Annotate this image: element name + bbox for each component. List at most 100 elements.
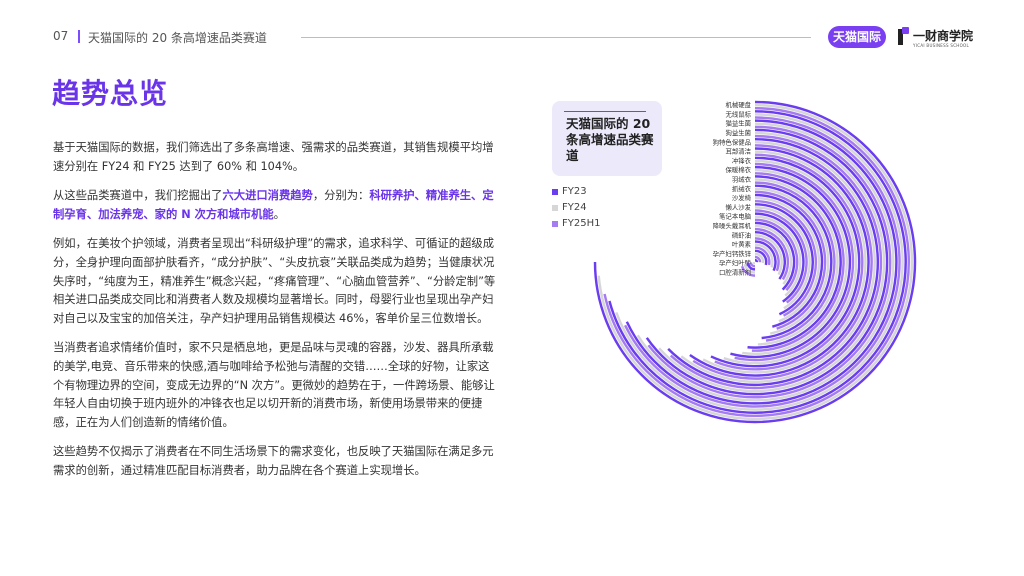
paragraph-3: 例如，在美妆个护领域，消费者呈现出“科研级护理”的需求，追求科学、可循证的超级成… <box>53 237 496 325</box>
arc-fy24-7 <box>742 168 848 355</box>
arc-fy24-10 <box>754 196 821 323</box>
arc-fy23-3 <box>645 128 889 396</box>
legend-swatch <box>552 221 558 227</box>
arc-fy24-6 <box>723 159 858 365</box>
tmall-global-logo: 天猫国际 <box>828 26 886 48</box>
category-label: 无线鼠标 <box>725 109 751 118</box>
arc-fy24-8 <box>754 178 839 346</box>
category-label: 羽绒衣 <box>732 175 752 184</box>
body-text: 基于天猫国际的数据，我们筛选出了多条高增速、强需求的品类赛道，其销售规模平均增速… <box>53 139 498 492</box>
p2-prefix: 从这些品类赛道中，我们挖掘出了 <box>53 189 223 203</box>
p2-middle: ，分别为： <box>312 189 370 203</box>
category-label: 冲锋衣 <box>732 156 752 165</box>
category-label: 懒人沙发 <box>725 202 751 211</box>
arc-fy24-15 <box>754 243 774 268</box>
arc-fy24-14 <box>754 234 783 276</box>
arc-fy25h1-5 <box>714 153 864 371</box>
header: 07 天猫国际的 20 条高增速品类赛道 天猫国际 一财商学院 YICAI BU… <box>53 26 973 50</box>
arc-fy25h1-3 <box>669 134 883 390</box>
chart-title-card: 天猫国际的 20 条高增速品类赛道 <box>552 101 662 176</box>
header-rule <box>301 37 811 38</box>
category-label: 沙发椅 <box>732 193 752 202</box>
arc-fy24-4 <box>680 141 876 383</box>
arc-fy24-18 <box>743 263 756 274</box>
radial-bar-chart: 机械硬盘无线鼠标猫益生菌狗益生菌狗特色保健品耳部清洁冲锋衣保暖棉衣羽绒衣抓绒衣沙… <box>593 100 917 424</box>
category-label: 孕产妇叶酸 <box>719 258 752 267</box>
arc-fy25h1-14 <box>754 237 780 272</box>
arc-fy25h1-8 <box>754 181 836 342</box>
legend-label: FY23 <box>562 186 587 197</box>
yicai-logo-icon <box>898 27 910 45</box>
paragraph-4: 当消费者追求情绪价值时，家不只是栖息地，更是品味与灵魂的容器，沙发、器具所承载的… <box>53 341 495 429</box>
p2-highlight-2: 科研养护、精准养生、定制孕育、加法养宠、家的 N 次方和城市机能 <box>53 189 494 221</box>
yicai-logo-name: 一财商学院 <box>913 29 974 43</box>
arc-fy23-13 <box>754 221 796 291</box>
header-divider-bar <box>78 30 80 43</box>
category-label: 口腔清新剂 <box>719 268 751 277</box>
arc-fy24-17 <box>752 261 756 265</box>
arc-fy23-4 <box>667 137 880 386</box>
category-label: 叶黄素 <box>732 240 752 249</box>
arc-fy23-8 <box>747 175 842 349</box>
arc-fy23-18 <box>746 262 756 271</box>
arc-fy23-5 <box>689 147 870 377</box>
legend-label: FY25H1 <box>562 218 601 229</box>
page-number: 07 <box>53 29 69 43</box>
category-label: 狗特色保健品 <box>713 137 751 146</box>
arc-fy23-1 <box>608 110 907 414</box>
p2-highlight-1: 六大进口消费趋势 <box>222 189 313 203</box>
category-label: 保暖棉衣 <box>725 165 751 174</box>
arc-fy23-6 <box>710 156 861 368</box>
arc-fy25h1-16 <box>754 255 762 263</box>
category-label: 猫益生菌 <box>725 119 751 128</box>
arc-fy23-0 <box>593 100 917 424</box>
arc-fy24-0 <box>597 103 914 421</box>
yicai-logo: 一财商学院 YICAI BUSINESS SCHOOL <box>898 27 978 51</box>
arc-fy23-7 <box>730 165 852 359</box>
header-title: 天猫国际的 20 条高增速品类赛道 <box>88 31 267 45</box>
arc-fy24-2 <box>636 122 895 402</box>
category-label: 狗益生菌 <box>725 128 751 137</box>
arc-fy24-13 <box>754 224 793 285</box>
yicai-logo-subtitle: YICAI BUSINESS SCHOOL <box>913 43 970 48</box>
legend-swatch <box>552 205 558 211</box>
arc-fy23-11 <box>754 203 814 316</box>
arc-fy25h1-6 <box>734 162 855 362</box>
arc-fy25h1-11 <box>754 209 808 304</box>
arc-fy24-9 <box>754 187 830 335</box>
category-label: 降噪头戴耳机 <box>713 221 752 230</box>
category-label: 孕产妇钙铁锌 <box>713 249 752 258</box>
arc-fy25h1-9 <box>754 190 827 330</box>
arc-fy25h1-18 <box>740 265 756 277</box>
arc-fy24-5 <box>702 150 867 374</box>
arc-fy25h1-2 <box>647 125 892 399</box>
arc-fy23-17 <box>754 258 759 263</box>
arc-fy25h1-17 <box>749 262 756 268</box>
legend-swatch <box>552 189 558 195</box>
arc-fy23-2 <box>625 119 898 405</box>
paragraph-5: 这些趋势不仅揭示了消费者在不同生活场景下的需求变化，也反映了天猫国际在满足多元需… <box>53 445 494 477</box>
chart-title-rule <box>564 111 646 112</box>
category-label: 机械硬盘 <box>725 100 751 109</box>
chart-title: 天猫国际的 20 条高增速品类赛道 <box>566 116 654 163</box>
category-label: 笔记本电脑 <box>719 212 752 221</box>
arc-fy23-15 <box>754 240 777 272</box>
page-title: 趋势总览 <box>52 77 169 110</box>
p2-end: 。 <box>273 207 285 221</box>
arc-fy24-11 <box>754 206 811 310</box>
arc-fy25h1-13 <box>754 227 790 281</box>
arc-fy23-16 <box>754 249 768 266</box>
category-label: 耳部清洁 <box>725 147 751 156</box>
arc-fy25h1-12 <box>754 218 799 292</box>
paragraph-1: 基于天猫国际的数据，我们筛选出了多条高增速、强需求的品类赛道，其销售规模平均增速… <box>53 141 494 173</box>
category-label: 磷虾油 <box>732 230 751 239</box>
arc-fy24-16 <box>754 252 765 264</box>
arc-fy25h1-1 <box>624 116 901 408</box>
arc-fy25h1-15 <box>754 246 771 266</box>
arc-fy25h1-7 <box>751 172 845 352</box>
category-label: 抓绒衣 <box>732 184 752 193</box>
arc-fy24-3 <box>658 131 886 393</box>
arc-fy23-12 <box>754 212 805 303</box>
arc-fy25h1-0 <box>603 106 910 417</box>
arc-fy24-1 <box>615 113 904 411</box>
